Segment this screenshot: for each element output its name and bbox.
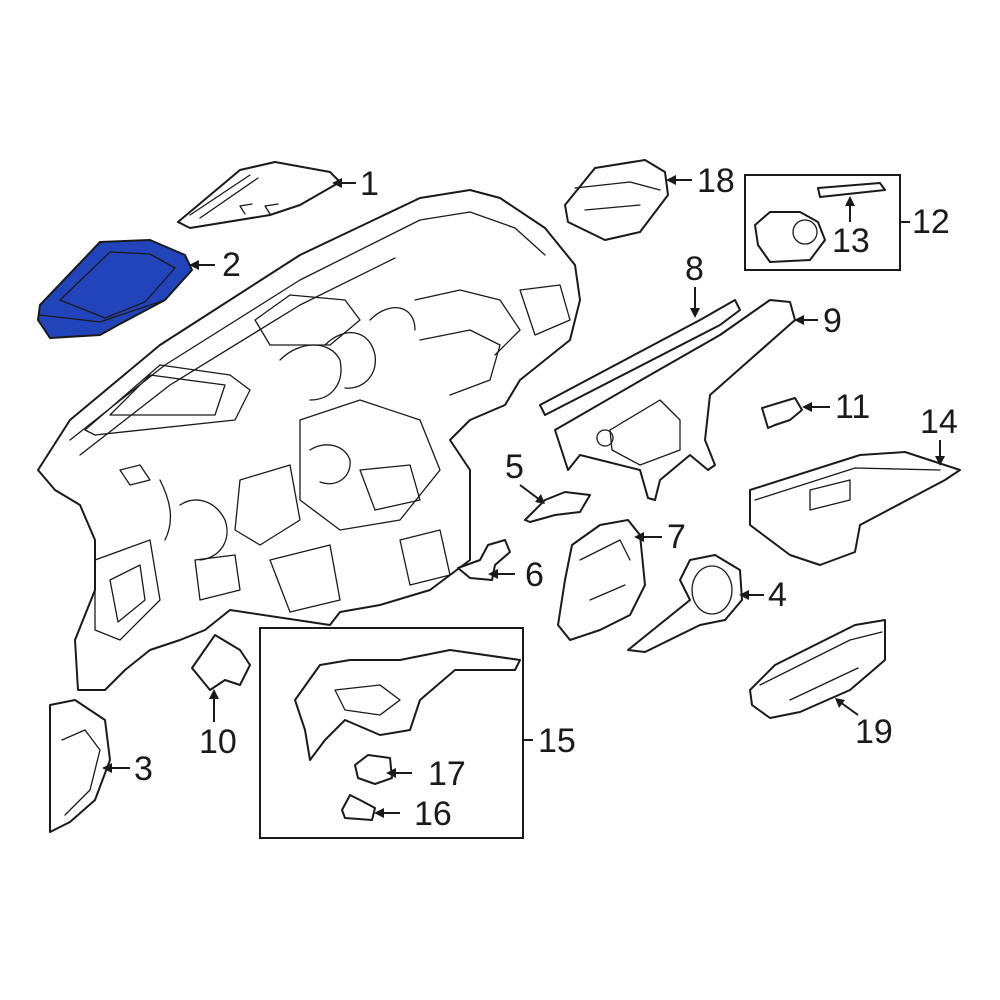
part-6-clip[interactable] xyxy=(457,539,511,581)
callout-labels: 1 2 3 4 5 6 7 8 9 10 11 12 13 14 15 16 1… xyxy=(134,162,958,833)
part-13-switch[interactable] xyxy=(754,182,886,263)
callout-19: 19 xyxy=(855,713,893,751)
part-9-center-panel[interactable] xyxy=(554,299,796,501)
part-10-lower-bracket[interactable] xyxy=(191,634,251,691)
callout-8: 8 xyxy=(685,250,704,288)
part-3-side-cover[interactable] xyxy=(49,699,111,833)
callout-6: 6 xyxy=(525,556,544,594)
callout-15: 15 xyxy=(538,722,576,760)
dashboard-main-assembly[interactable] xyxy=(37,189,581,691)
part-11-vent-duct[interactable] xyxy=(761,397,803,429)
callout-4: 4 xyxy=(768,576,787,614)
part-1-top-cover[interactable] xyxy=(177,161,341,229)
callout-11: 11 xyxy=(835,388,870,426)
part-4-trim-ring[interactable] xyxy=(627,554,743,653)
callout-9: 9 xyxy=(823,302,842,340)
part-14-glove-box-panel[interactable] xyxy=(749,451,961,566)
part-8-trim-strip[interactable] xyxy=(539,299,741,416)
part-16-clip[interactable] xyxy=(341,794,376,821)
callout-5: 5 xyxy=(505,448,524,486)
part-17-module[interactable] xyxy=(354,754,393,785)
part-7-console-bracket[interactable] xyxy=(557,519,646,641)
part-15-box xyxy=(259,627,524,839)
callout-13: 13 xyxy=(832,222,870,260)
part-19-airbag-module[interactable] xyxy=(749,619,886,719)
part-5-bracket[interactable] xyxy=(524,491,591,523)
callout-1: 1 xyxy=(360,165,379,203)
callout-14: 14 xyxy=(920,403,958,441)
callout-18: 18 xyxy=(697,162,735,200)
part-18-airbag-module[interactable] xyxy=(564,159,669,241)
leader-lines xyxy=(102,175,945,818)
callout-12: 12 xyxy=(912,203,950,241)
callout-2: 2 xyxy=(222,246,241,284)
callout-16: 16 xyxy=(414,795,452,833)
callout-3: 3 xyxy=(134,750,153,788)
callout-7: 7 xyxy=(667,518,686,556)
part-2-instrument-cluster-hood[interactable] xyxy=(37,239,193,339)
part-15-cross-beam[interactable] xyxy=(294,649,521,761)
callout-10: 10 xyxy=(199,723,237,761)
callout-17: 17 xyxy=(428,755,466,793)
